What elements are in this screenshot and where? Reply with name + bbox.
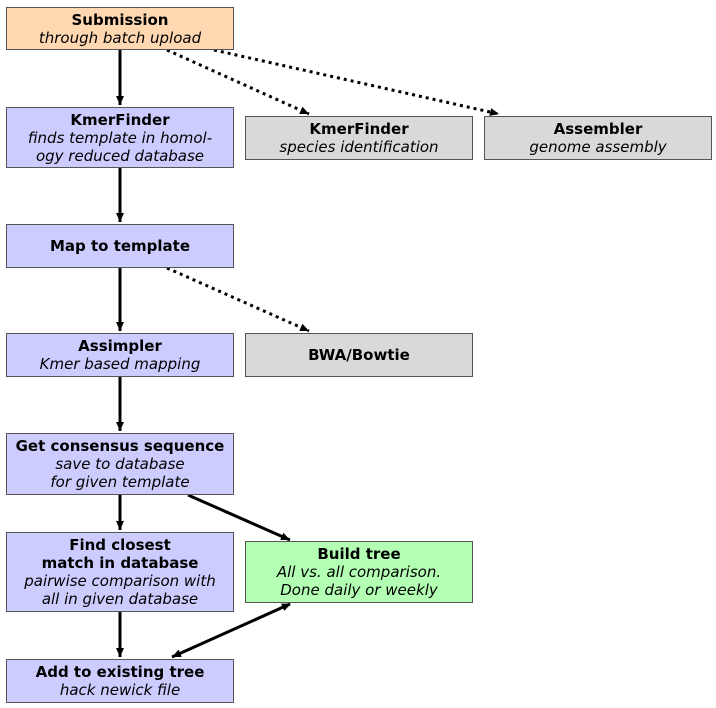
edge-consensus-buildtree — [187, 493, 291, 542]
node-subtitle: hack newick file — [59, 681, 181, 699]
node-title: Add to existing tree — [35, 663, 205, 681]
edge-submission-assembler — [213, 48, 500, 116]
node-subtitle: genome assembly — [529, 138, 667, 156]
node-title: Assimpler — [78, 337, 162, 355]
node-title: Map to template — [49, 237, 191, 255]
node-map-to-template: Map to template — [6, 224, 234, 268]
edge-submission-kmerfinder-species — [166, 48, 310, 116]
node-title: Build tree — [317, 545, 401, 563]
node-assembler: Assembler genome assembly — [484, 116, 712, 160]
node-subtitle: finds template in homol- — [27, 128, 213, 147]
node-kmerfinder-species: KmerFinder species identification — [245, 116, 473, 160]
node-subtitle: Kmer based mapping — [39, 355, 201, 373]
edge-buildtree-addtree — [171, 602, 291, 659]
node-title: match in database — [41, 554, 199, 572]
node-title: Submission — [71, 10, 169, 29]
node-submission: Submission through batch upload — [6, 7, 234, 50]
node-title: Assembler — [553, 120, 643, 138]
edge-map-bwa — [166, 266, 310, 333]
node-subtitle: species identification — [279, 138, 439, 156]
node-title: Get consensus sequence — [15, 437, 225, 455]
node-subtitle: for given template — [50, 473, 190, 491]
node-consensus: Get consensus sequence save to database … — [6, 433, 234, 495]
node-subtitle: All vs. all comparison. — [276, 563, 442, 581]
node-title: KmerFinder — [70, 110, 170, 129]
node-subtitle: all in given database — [41, 590, 199, 608]
node-subtitle: save to database — [55, 455, 185, 473]
node-title: BWA/Bowtie — [308, 346, 410, 364]
node-subtitle: pairwise comparison with — [24, 572, 216, 590]
node-bwa-bowtie: BWA/Bowtie — [245, 333, 473, 377]
node-subtitle: Done daily or weekly — [280, 581, 438, 599]
node-title: KmerFinder — [309, 120, 409, 138]
node-title: Find closest — [69, 536, 171, 554]
node-subtitle: through batch upload — [38, 28, 202, 47]
node-add-to-tree: Add to existing tree hack newick file — [6, 659, 234, 703]
node-kmerfinder: KmerFinder finds template in homol- ogy … — [6, 107, 234, 168]
node-build-tree: Build tree All vs. all comparison. Done … — [245, 541, 473, 603]
node-find-closest: Find closest match in database pairwise … — [6, 532, 234, 612]
node-subtitle: ogy reduced database — [35, 146, 205, 165]
node-assimpler: Assimpler Kmer based mapping — [6, 333, 234, 377]
